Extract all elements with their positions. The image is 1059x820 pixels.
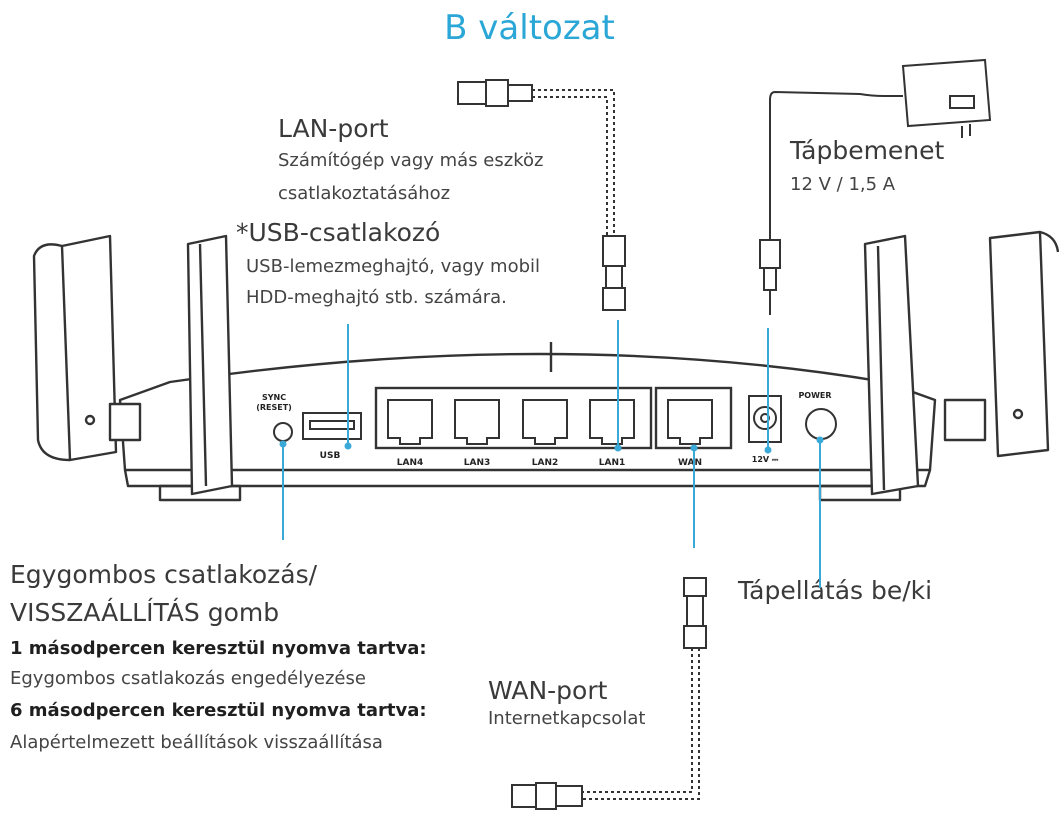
reset-action-1s: Egygombos csatlakozás engedélyezése bbox=[10, 668, 366, 689]
lan-port-3[interactable] bbox=[454, 399, 500, 445]
lan1-label: LAN1 bbox=[599, 458, 626, 468]
lan-port-1[interactable] bbox=[589, 399, 635, 445]
usb-desc-2: HDD-meghajtó stb. számára. bbox=[246, 287, 507, 308]
lan-port-4[interactable] bbox=[387, 399, 433, 445]
wan-port-heading: WAN-port bbox=[488, 676, 608, 705]
usb-heading: *USB-csatlakozó bbox=[236, 218, 441, 247]
power-adapter bbox=[759, 58, 992, 315]
callout-lines bbox=[279, 320, 824, 588]
dc-power-jack[interactable] bbox=[748, 395, 782, 443]
usb-desc-1: USB-lemezmeghajtó, vagy mobil bbox=[246, 256, 541, 277]
lan-port-desc-2: csatlakoztatásához bbox=[278, 183, 451, 204]
lan2-label: LAN2 bbox=[532, 458, 559, 468]
dc-label: 12V ⎓ bbox=[752, 455, 779, 464]
usb-label: USB bbox=[320, 451, 341, 461]
sync-label: SYNC bbox=[262, 393, 286, 402]
wan-cable bbox=[511, 577, 707, 810]
lan-cable bbox=[457, 79, 626, 311]
reset-button[interactable] bbox=[273, 422, 293, 442]
power-button[interactable] bbox=[805, 408, 837, 440]
lan-port-2[interactable] bbox=[522, 399, 568, 445]
wan-port[interactable] bbox=[667, 399, 713, 445]
usb-port[interactable] bbox=[302, 412, 362, 440]
reset-action-6s: Alapértelmezett beállítások visszaállítá… bbox=[10, 732, 383, 753]
reset-hold-6s: 6 másodpercen keresztül nyomva tartva: bbox=[10, 700, 427, 721]
lan4-label: LAN4 bbox=[397, 458, 424, 468]
reset-heading-1: Egygombos csatlakozás/ bbox=[10, 560, 318, 589]
power-input-heading: Tápbemenet bbox=[790, 136, 945, 165]
power-label: POWER bbox=[798, 391, 831, 400]
power-switch-heading: Tápellátás be/ki bbox=[738, 576, 933, 605]
reset-heading-2: VISSZAÁLLÍTÁS gomb bbox=[10, 598, 280, 627]
reset-label: (RESET) bbox=[256, 403, 292, 412]
reset-hold-1s: 1 másodpercen keresztül nyomva tartva: bbox=[10, 638, 427, 659]
wan-label: WAN bbox=[678, 458, 702, 468]
lan-port-desc-1: Számítógép vagy más eszköz bbox=[278, 150, 544, 171]
wan-port-desc: Internetkapcsolat bbox=[488, 708, 646, 729]
power-input-value: 12 V / 1,5 A bbox=[790, 174, 896, 195]
lan-port-heading: LAN-port bbox=[278, 114, 389, 143]
lan3-label: LAN3 bbox=[464, 458, 491, 468]
antennas bbox=[32, 230, 1059, 496]
diagram-title: B változat bbox=[444, 8, 615, 48]
